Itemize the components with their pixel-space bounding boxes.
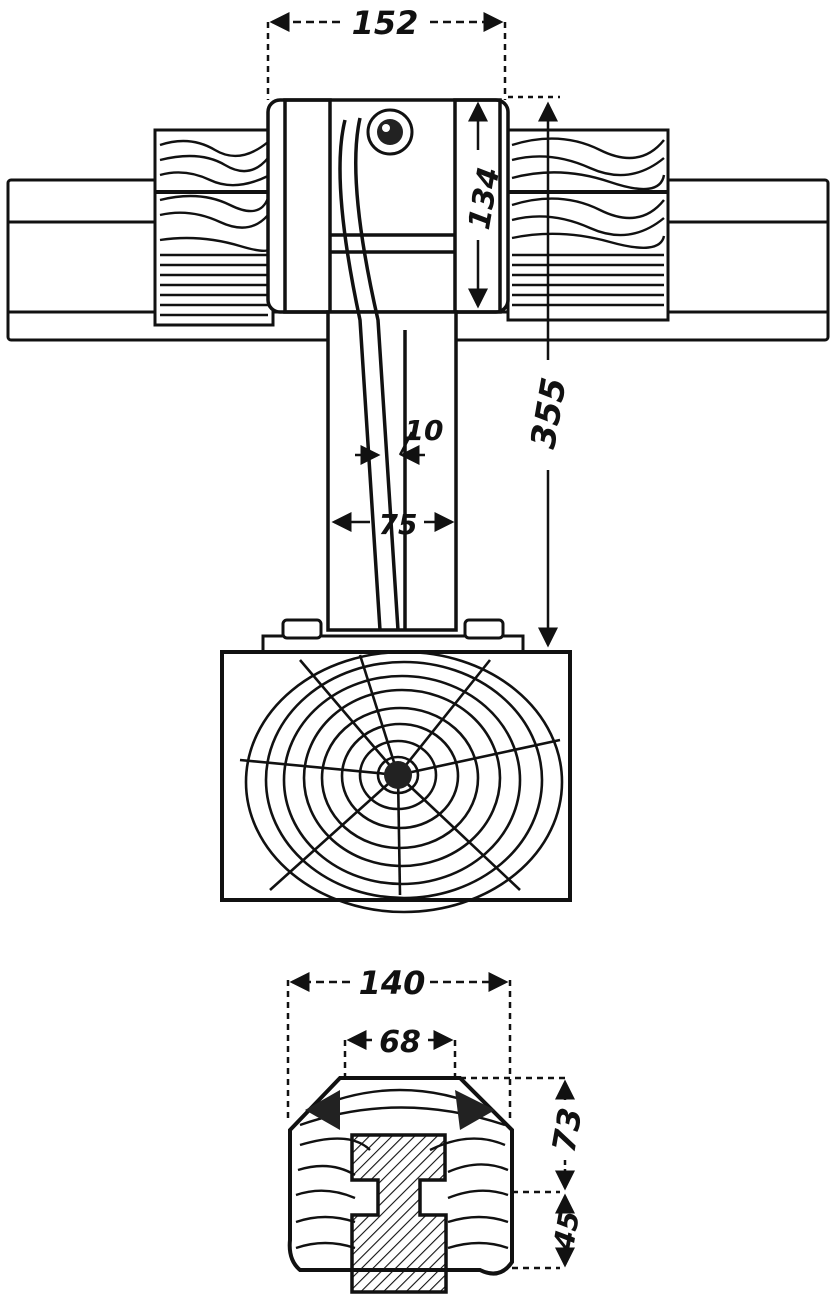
dim-lower-depth: 45 [547,1193,586,1268]
dim-label-45: 45 [547,1208,586,1253]
dim-label-73: 73 [545,1105,590,1155]
clip-bracket [266,98,510,314]
dim-inner-width: 68 [346,1025,454,1060]
upper-assembly: 152 134 355 10 75 [6,4,830,914]
dim-label-10: 10 [405,414,444,447]
section-envelope [286,980,565,1270]
dim-label-75: 75 [379,508,418,541]
dim-bottom-width: 140 [289,964,509,1002]
dim-hanger-width: 75 [331,508,455,541]
dim-upper-depth: 73 [545,1079,590,1191]
dim-label-140: 140 [359,964,426,1002]
hanger-bar [326,117,458,632]
sleeper-end-grain [220,650,572,914]
dim-label-355: 355 [523,375,575,452]
dim-rod-diameter: 10 [355,414,444,465]
right-timber-block [506,128,670,322]
cross-section: 140 68 73 45 [286,964,590,1294]
bolt-head [366,108,414,156]
section-t-rail [350,1133,448,1294]
dim-label-152: 152 [352,4,419,42]
left-timber-block [153,128,275,327]
dim-top-width: 152 [266,4,507,100]
dim-label-68: 68 [379,1025,421,1060]
